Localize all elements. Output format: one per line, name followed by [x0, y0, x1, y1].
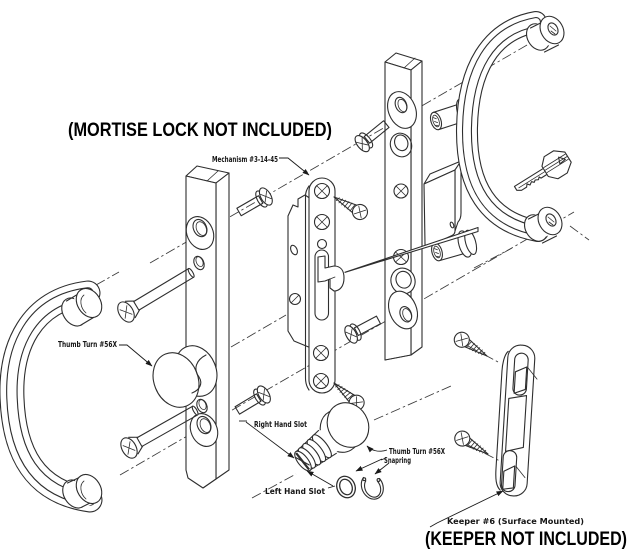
interior-handle	[0, 280, 103, 513]
label-left-hand-slot: Left Hand Slot	[265, 487, 325, 496]
plate-oval-hole-bottom	[196, 398, 208, 414]
wood-screw-mech-top	[329, 189, 371, 223]
mortise-lock-case	[287, 194, 312, 349]
leader-snapring-1	[355, 458, 383, 472]
keeper-top-slot	[512, 352, 529, 396]
label-keeper-part: Keeper #6 (Surface Mounted)	[447, 517, 584, 526]
exterior-plate	[384, 52, 423, 361]
keeper	[495, 344, 538, 497]
keeper-middle-opening	[505, 394, 528, 452]
o-ring	[336, 475, 356, 499]
leader-right-hand-slot	[245, 421, 295, 459]
faceplate-slot	[314, 249, 330, 321]
interior-plate	[185, 165, 230, 489]
machine-screw-b	[231, 383, 274, 420]
faceplate-screw-4	[312, 372, 330, 390]
plate-oval-hole-top	[193, 255, 205, 271]
ext-plate-bottom-pad	[387, 290, 419, 330]
note-keeper: (KEEPER NOT INCLUDED)	[425, 529, 627, 550]
interior-handle-top-boss	[61, 287, 103, 327]
leader-left-hand-slot	[306, 470, 334, 487]
leader-keeper	[429, 490, 504, 528]
ext-plate-ring-hole	[389, 132, 413, 158]
machine-screw-d	[341, 310, 384, 346]
key	[513, 150, 572, 191]
leader-lines	[119, 157, 504, 528]
hook-bolt	[317, 255, 345, 292]
snap-ring	[360, 476, 384, 500]
faceplate-screw-1	[313, 182, 331, 200]
faceplate-screw-2	[313, 213, 331, 231]
exterior-handle-bottom-boss	[523, 206, 563, 244]
keeper-bottom-slot	[500, 450, 518, 493]
lock-cylinder-box	[423, 160, 462, 248]
spindle-rod	[344, 226, 479, 273]
ext-plate-top-pad	[387, 91, 417, 129]
exterior-handle-top-boss	[525, 15, 565, 53]
leader-snapring-2	[374, 462, 390, 475]
label-right-hand-slot: Right Hand Slot	[254, 420, 307, 429]
interior-handle-bottom-boss	[62, 473, 103, 509]
leader-thumb-turn	[119, 344, 153, 367]
ext-plate-washer	[390, 267, 416, 295]
label-thumb-turn: Thumb Turn #56X	[58, 340, 117, 349]
leader-mechanism	[279, 157, 310, 176]
thumb-turn-assembly	[294, 402, 370, 472]
note-mortise-lock: (MORTISE LOCK NOT INCLUDED)	[68, 120, 332, 141]
plate-cylinder-hole	[185, 216, 215, 250]
wood-screw-keeper-top	[450, 328, 492, 363]
mechanism-faceplate	[304, 177, 345, 394]
thumb-turn-hub	[294, 429, 339, 472]
label-snapring: Snapring	[384, 456, 411, 465]
exterior-handle	[455, 11, 565, 244]
label-thumb-turn-2: Thumb Turn #56X	[389, 447, 445, 456]
faceplate-screw-3	[312, 344, 330, 362]
leader-thumb-turn-2	[366, 445, 388, 453]
thumb-turn-knob	[152, 345, 218, 408]
faceplate-small-hole	[316, 238, 328, 250]
plate-screw-pad	[189, 413, 219, 447]
wood-screw-keeper-bottom	[451, 427, 493, 461]
ext-plate-screw-top	[393, 183, 409, 199]
label-mechanism: Mechanism #3-14-45	[212, 155, 278, 164]
